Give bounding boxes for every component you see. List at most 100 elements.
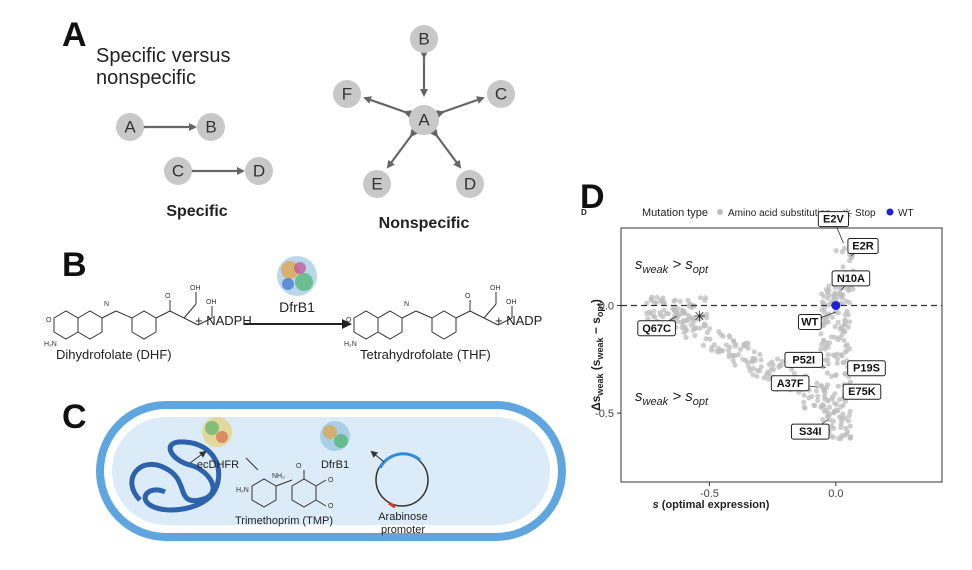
- tmp-label: Trimethoprim (TMP): [235, 515, 333, 527]
- substitution-point: [823, 317, 829, 323]
- svg-text:OH: OH: [190, 285, 201, 292]
- substitution-point: [829, 423, 835, 429]
- substitution-point: [847, 379, 854, 385]
- substitution-point: [823, 407, 829, 413]
- substitution-point: [845, 418, 852, 424]
- svg-text:D: D: [253, 162, 265, 181]
- substitution-point: [730, 338, 737, 344]
- svg-text:N: N: [404, 301, 409, 308]
- substitution-point: [697, 295, 704, 301]
- background-point-cloud: [644, 245, 856, 442]
- svg-text:E2R: E2R: [852, 240, 873, 252]
- substitution-point: [824, 370, 831, 376]
- substitution-point: [757, 368, 763, 374]
- mutation-label: WT: [797, 313, 822, 330]
- specific-node-a: A: [116, 113, 144, 141]
- ecdhfr-arrow: [189, 450, 207, 464]
- ns-node-e: E: [363, 170, 391, 198]
- substitution-point: [806, 395, 812, 401]
- substitution-point: [733, 343, 739, 349]
- thf-label: Tetrahydrofolate (THF): [360, 347, 491, 362]
- svg-text:OH: OH: [206, 299, 217, 306]
- svg-text:O: O: [328, 477, 334, 484]
- substitution-point: [682, 311, 688, 317]
- substitution-point: [681, 330, 687, 336]
- substitution-point: [842, 317, 848, 323]
- svg-text:P19S: P19S: [853, 363, 880, 375]
- substitution-point: [840, 360, 846, 366]
- substitution-point: [841, 337, 847, 344]
- svg-text:Q67C: Q67C: [642, 323, 671, 335]
- ns-node-c: C: [487, 80, 515, 108]
- substitution-point: [774, 356, 781, 362]
- substitution-point: [845, 312, 851, 318]
- svg-text:O: O: [296, 463, 302, 470]
- svg-text:O: O: [46, 317, 52, 324]
- substitution-point: [692, 332, 698, 339]
- substitution-point: [761, 375, 767, 381]
- substitution-point: [822, 357, 828, 363]
- substitution-point: [647, 310, 653, 317]
- panel-d-letter: D: [580, 178, 605, 216]
- substitution-point: [727, 344, 733, 350]
- substitution-point: [689, 315, 695, 321]
- svg-text:P52I: P52I: [792, 354, 815, 366]
- substitution-point: [702, 297, 708, 304]
- substitution-point: [750, 372, 756, 378]
- substitution-point: [834, 360, 840, 366]
- substitution-point: [838, 324, 844, 330]
- mutation-label: E2V: [817, 211, 850, 228]
- substitution-point: [820, 321, 827, 327]
- substitution-point: [835, 383, 841, 389]
- substitution-point: [791, 370, 798, 377]
- svg-text:E2V: E2V: [823, 214, 844, 226]
- substitution-point: [836, 414, 843, 420]
- substitution-point: [707, 326, 713, 332]
- dfrb1-gene-icon: [378, 452, 421, 469]
- specific-label: Specific: [166, 203, 227, 220]
- panel-b-letter: B: [62, 246, 87, 284]
- substitution-point: [820, 402, 826, 408]
- svg-text:S34I: S34I: [799, 426, 822, 438]
- mutation-label: P52I: [784, 351, 824, 368]
- chromosome-icon: [129, 439, 222, 513]
- substitution-point: [839, 433, 845, 439]
- legend-wt-label: WT: [898, 208, 914, 219]
- substitution-point: [842, 321, 848, 327]
- substitution-point: [758, 364, 764, 370]
- substitution-point: [649, 294, 655, 300]
- substitution-point: [683, 334, 689, 340]
- substitution-point: [840, 402, 846, 408]
- substitution-point: [707, 336, 713, 342]
- substitution-point: [692, 325, 699, 332]
- substitution-point: [732, 362, 738, 368]
- ns-arrow-f: [363, 96, 412, 118]
- svg-text:E: E: [371, 175, 382, 194]
- legend-wt-icon: [886, 208, 894, 216]
- svg-text:A: A: [418, 111, 430, 130]
- ns-node-b: B: [410, 25, 438, 53]
- substitution-point: [680, 322, 686, 328]
- promoter-label-line1: Arabinose: [378, 511, 428, 523]
- substitution-point: [820, 417, 826, 423]
- mutation-label: N10A: [831, 270, 871, 287]
- ns-node-d: D: [456, 170, 484, 198]
- dfrb1-label: DfrB1: [279, 299, 315, 315]
- substitution-point: [823, 287, 830, 293]
- substitution-point: [651, 299, 657, 305]
- substitution-point: [751, 349, 757, 355]
- substitution-point: [822, 343, 829, 349]
- substitution-point: [757, 351, 763, 357]
- specific-node-d: D: [245, 157, 273, 185]
- substitution-point: [677, 298, 683, 304]
- substitution-point: [818, 383, 824, 389]
- substitution-point: [826, 283, 832, 289]
- substitution-point: [770, 362, 776, 368]
- substitution-point: [825, 361, 831, 367]
- substitution-point: [834, 356, 841, 362]
- svg-text:H₂N: H₂N: [44, 341, 57, 348]
- substitution-point: [825, 413, 831, 419]
- substitution-point: [848, 433, 854, 440]
- ns-node-f: F: [333, 80, 361, 108]
- svg-text:H₂N: H₂N: [344, 341, 357, 348]
